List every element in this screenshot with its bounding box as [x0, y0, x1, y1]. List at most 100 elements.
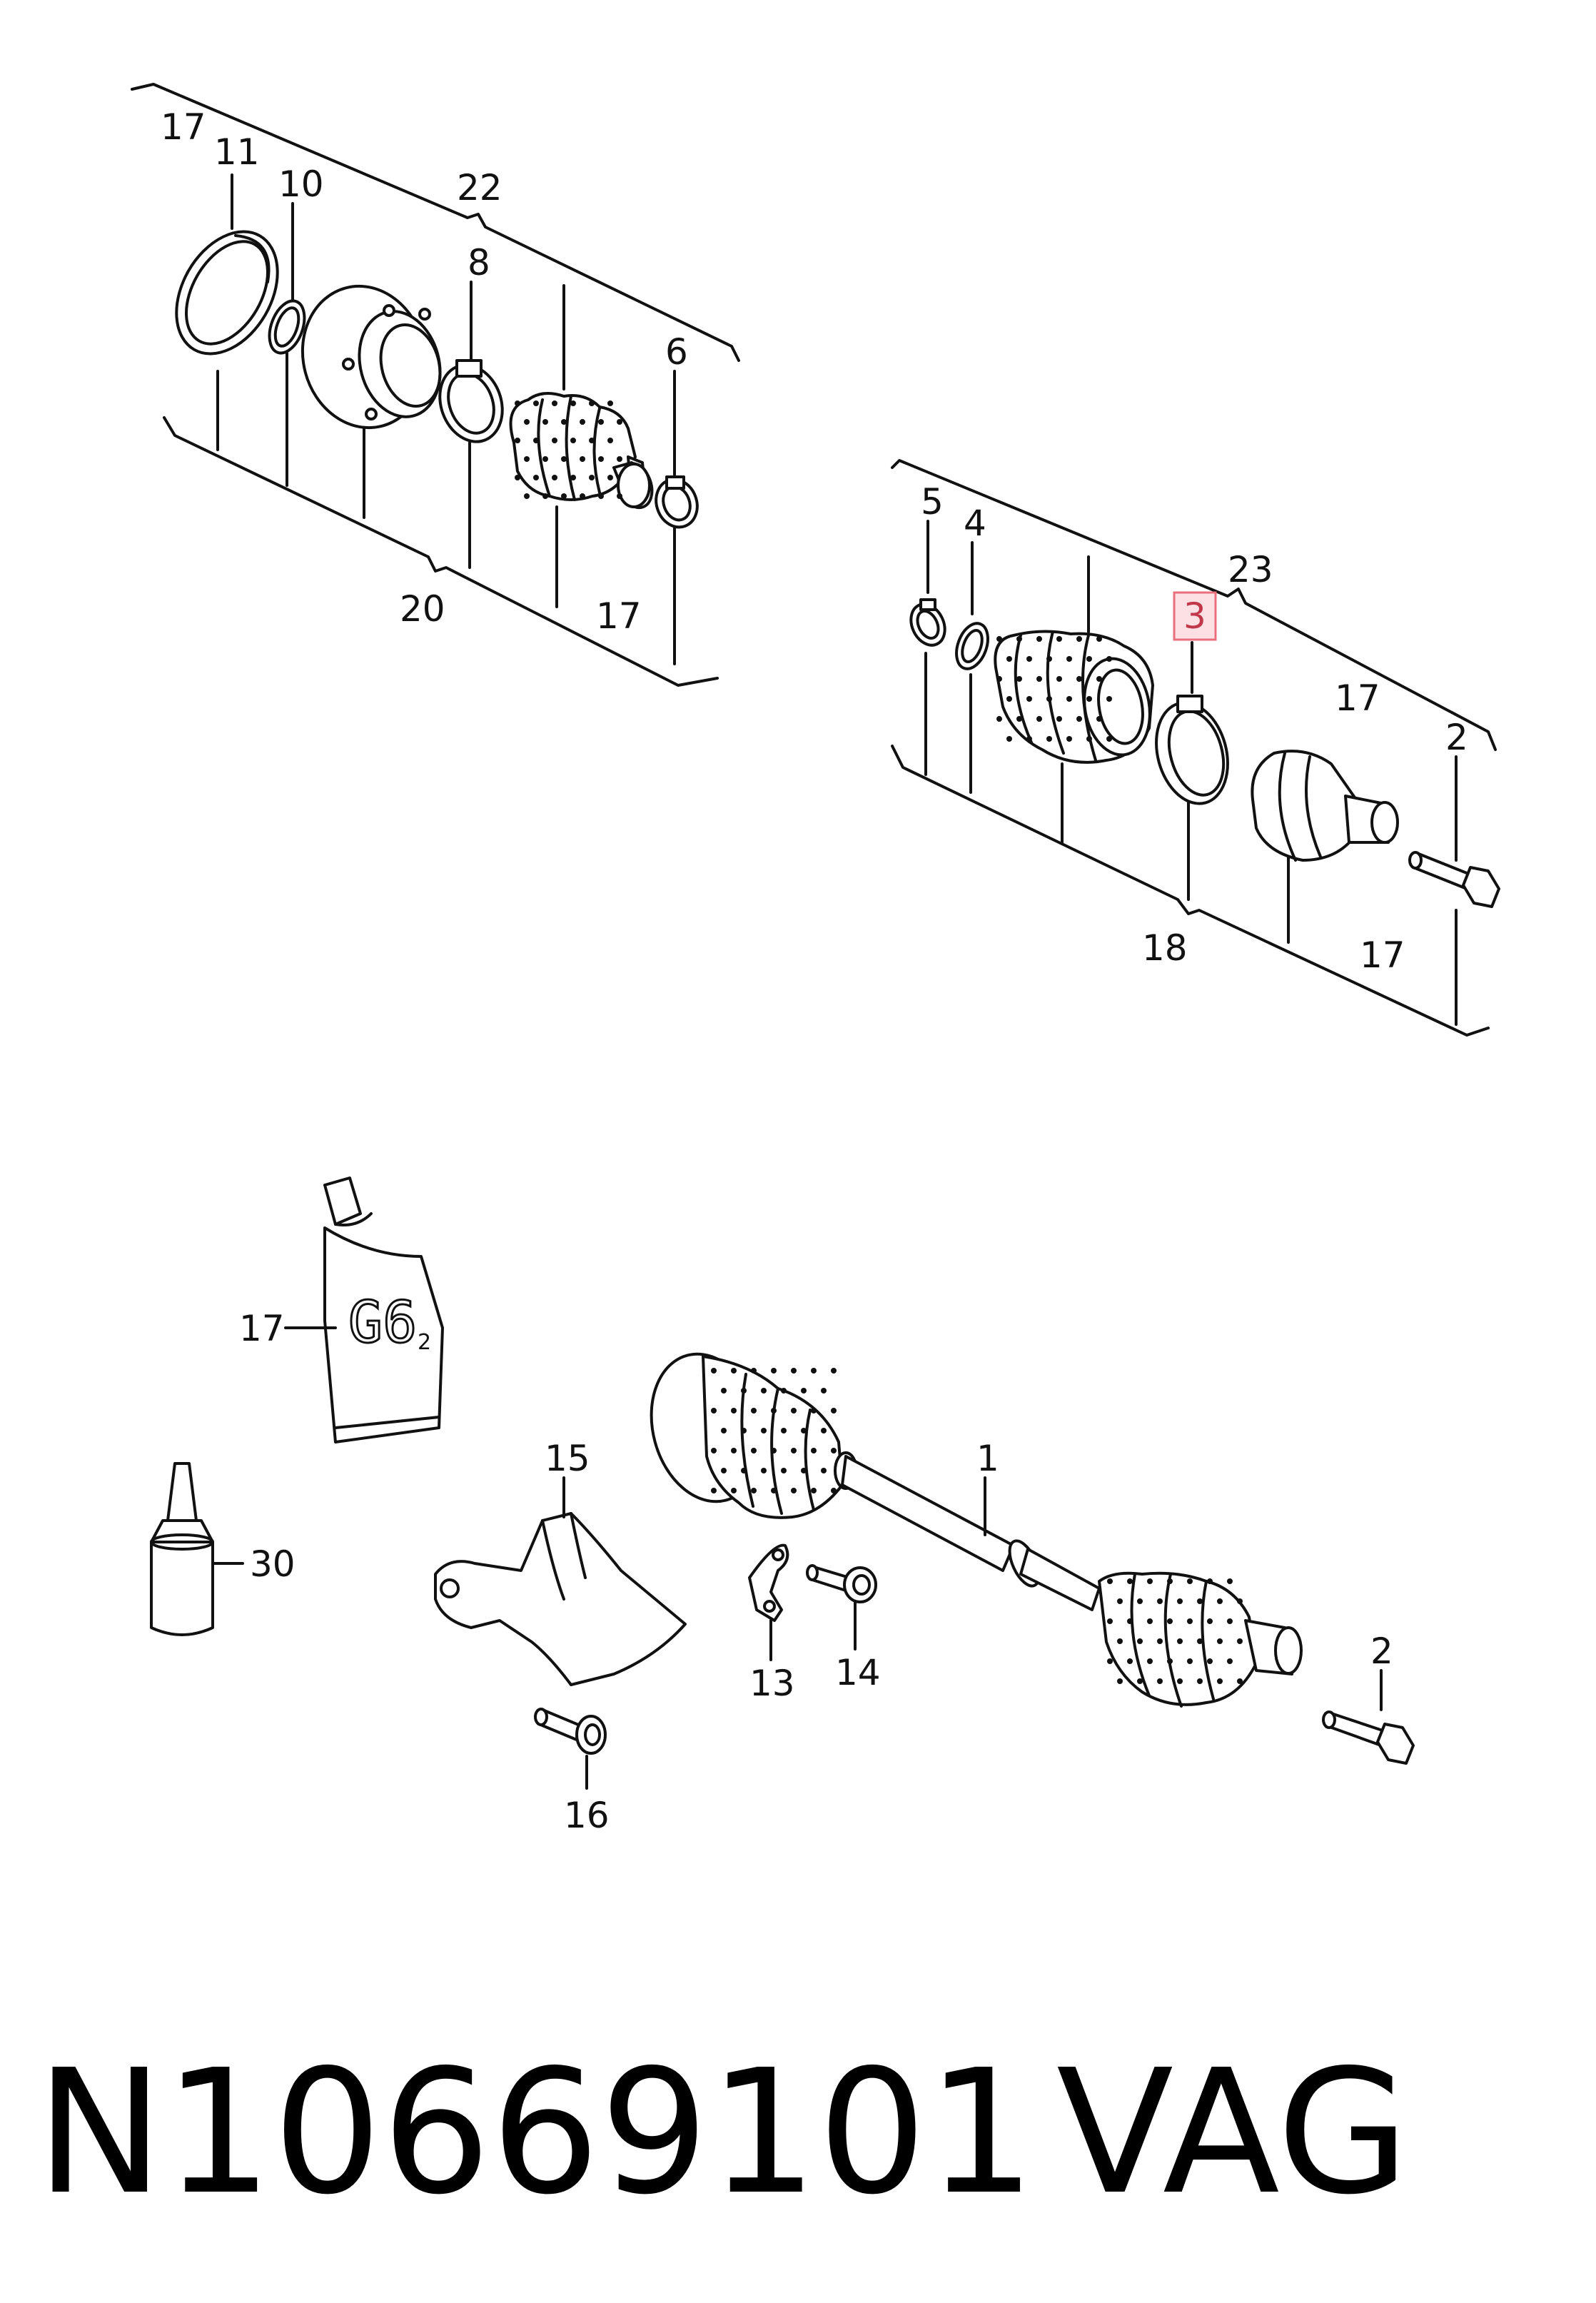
boot-texture-dot	[1147, 1578, 1153, 1584]
boot-texture-dot	[1157, 1678, 1163, 1684]
boot-texture-dot	[1006, 696, 1012, 702]
boot-texture-dot	[761, 1428, 767, 1433]
boot-texture-dot	[711, 1368, 717, 1374]
boot-texture-dot	[1207, 1658, 1213, 1664]
boot-texture-dot	[801, 1428, 807, 1433]
boot-texture-dot	[589, 400, 595, 406]
boot-texture-dot	[731, 1408, 737, 1413]
boot-texture-dot	[542, 493, 548, 499]
boot-texture-dot	[561, 493, 567, 499]
boot-texture-dot	[1046, 696, 1052, 702]
boot-texture-dot	[515, 400, 520, 406]
label-8: 8	[468, 242, 490, 283]
boot-texture-dot	[542, 456, 548, 462]
boot-texture-dot	[1227, 1578, 1233, 1584]
boot-texture-dot	[1177, 1678, 1183, 1684]
boot-texture-dot	[1066, 696, 1072, 702]
boot-texture-dot	[1117, 1598, 1123, 1604]
boot-texture-dot	[552, 438, 557, 443]
brand-name: VAG	[1056, 2032, 1410, 2232]
boot-texture-dot	[1036, 716, 1042, 722]
boot-texture-dot	[1056, 636, 1062, 642]
boot-texture-dot	[607, 438, 613, 443]
boot-texture-dot	[996, 676, 1002, 682]
boot-texture-dot	[1197, 1638, 1203, 1644]
boot-texture-dot	[533, 475, 539, 480]
boot-texture-dot	[1127, 1658, 1133, 1664]
boot-inner-shaft-dots	[711, 1368, 837, 1493]
boot-top-left-dots	[515, 400, 622, 499]
boot-texture-dot	[617, 493, 622, 499]
boot-texture-dot	[524, 419, 530, 425]
boot-texture-dot	[1106, 656, 1112, 662]
boot-texture-dot	[1076, 636, 1082, 642]
boot-texture-dot	[781, 1388, 787, 1394]
boot-texture-dot	[1207, 1618, 1213, 1624]
boot-texture-dot	[1187, 1618, 1193, 1624]
boot-texture-dot	[831, 1408, 837, 1413]
boot-texture-dot	[1227, 1658, 1233, 1664]
o-ring-4	[955, 622, 989, 670]
boot-texture-dot	[570, 475, 576, 480]
boot-texture-dot	[542, 419, 548, 425]
boot-texture-dot	[761, 1468, 767, 1473]
boot-texture-dot	[811, 1408, 817, 1413]
boot-texture-dot	[791, 1488, 797, 1493]
bracket-13	[748, 1543, 789, 1622]
boot-texture-dot	[1096, 716, 1102, 722]
label-14: 14	[835, 1652, 881, 1693]
boot-texture-dot	[831, 1368, 837, 1374]
boot-texture-dot	[552, 475, 557, 480]
boot-texture-dot	[1237, 1638, 1243, 1644]
boot-texture-dot	[1127, 1578, 1133, 1584]
boot-texture-dot	[1227, 1618, 1233, 1624]
boot-texture-dot	[791, 1448, 797, 1453]
boot-texture-dot	[1036, 636, 1042, 642]
boot-texture-dot	[561, 456, 567, 462]
tube-label-subscript: 2	[418, 1330, 431, 1355]
boot-texture-dot	[1026, 736, 1032, 742]
boot-texture-dot	[1197, 1598, 1203, 1604]
label-17: 17	[1335, 677, 1380, 719]
boot-texture-dot	[1086, 656, 1092, 662]
boot-texture-dot	[1187, 1578, 1193, 1584]
boot-texture-dot	[561, 419, 567, 425]
boot-texture-dot	[741, 1468, 747, 1473]
part-number: N10669101	[36, 2032, 1036, 2232]
boot-texture-dot	[791, 1408, 797, 1413]
boot-texture-dot	[570, 400, 576, 406]
heat-shield-15	[434, 1512, 687, 1686]
boot-texture-dot	[821, 1428, 827, 1433]
frame-top-left-upper	[131, 83, 740, 362]
boot-texture-dot	[751, 1488, 757, 1493]
boot-texture-dot	[533, 400, 539, 406]
boot-texture-dot	[1177, 1598, 1183, 1604]
boot-texture-dot	[821, 1388, 827, 1394]
boot-texture-dot	[1016, 716, 1022, 722]
clamp-3	[1155, 695, 1229, 805]
boot-texture-dot	[1016, 676, 1022, 682]
boot-texture-dot	[1207, 1578, 1213, 1584]
boot-texture-dot	[731, 1368, 737, 1374]
label-4: 4	[964, 503, 986, 544]
boot-texture-dot	[831, 1488, 837, 1493]
frame-top-right-lower	[891, 745, 1490, 1037]
drive-shaft-1	[650, 1352, 1303, 1708]
clamp-5	[909, 598, 946, 647]
boot-texture-dot	[761, 1388, 767, 1394]
boot-texture-dot	[598, 419, 604, 425]
boot-texture-dot	[1217, 1678, 1223, 1684]
boot-texture-dot	[801, 1388, 807, 1394]
label-16: 16	[564, 1795, 610, 1836]
boot-texture-dot	[771, 1368, 777, 1374]
boot-texture-dot	[771, 1488, 777, 1493]
boot-texture-dot	[533, 438, 539, 443]
boot-texture-dot	[607, 400, 613, 406]
boot-texture-dot	[1107, 1578, 1113, 1584]
boot-texture-dot	[1137, 1678, 1143, 1684]
boot-texture-dot	[741, 1388, 747, 1394]
boot-texture-dot	[1107, 1618, 1113, 1624]
boot-texture-dot	[1187, 1658, 1193, 1664]
boot-texture-dot	[607, 475, 613, 480]
boot-texture-dot	[1117, 1678, 1123, 1684]
